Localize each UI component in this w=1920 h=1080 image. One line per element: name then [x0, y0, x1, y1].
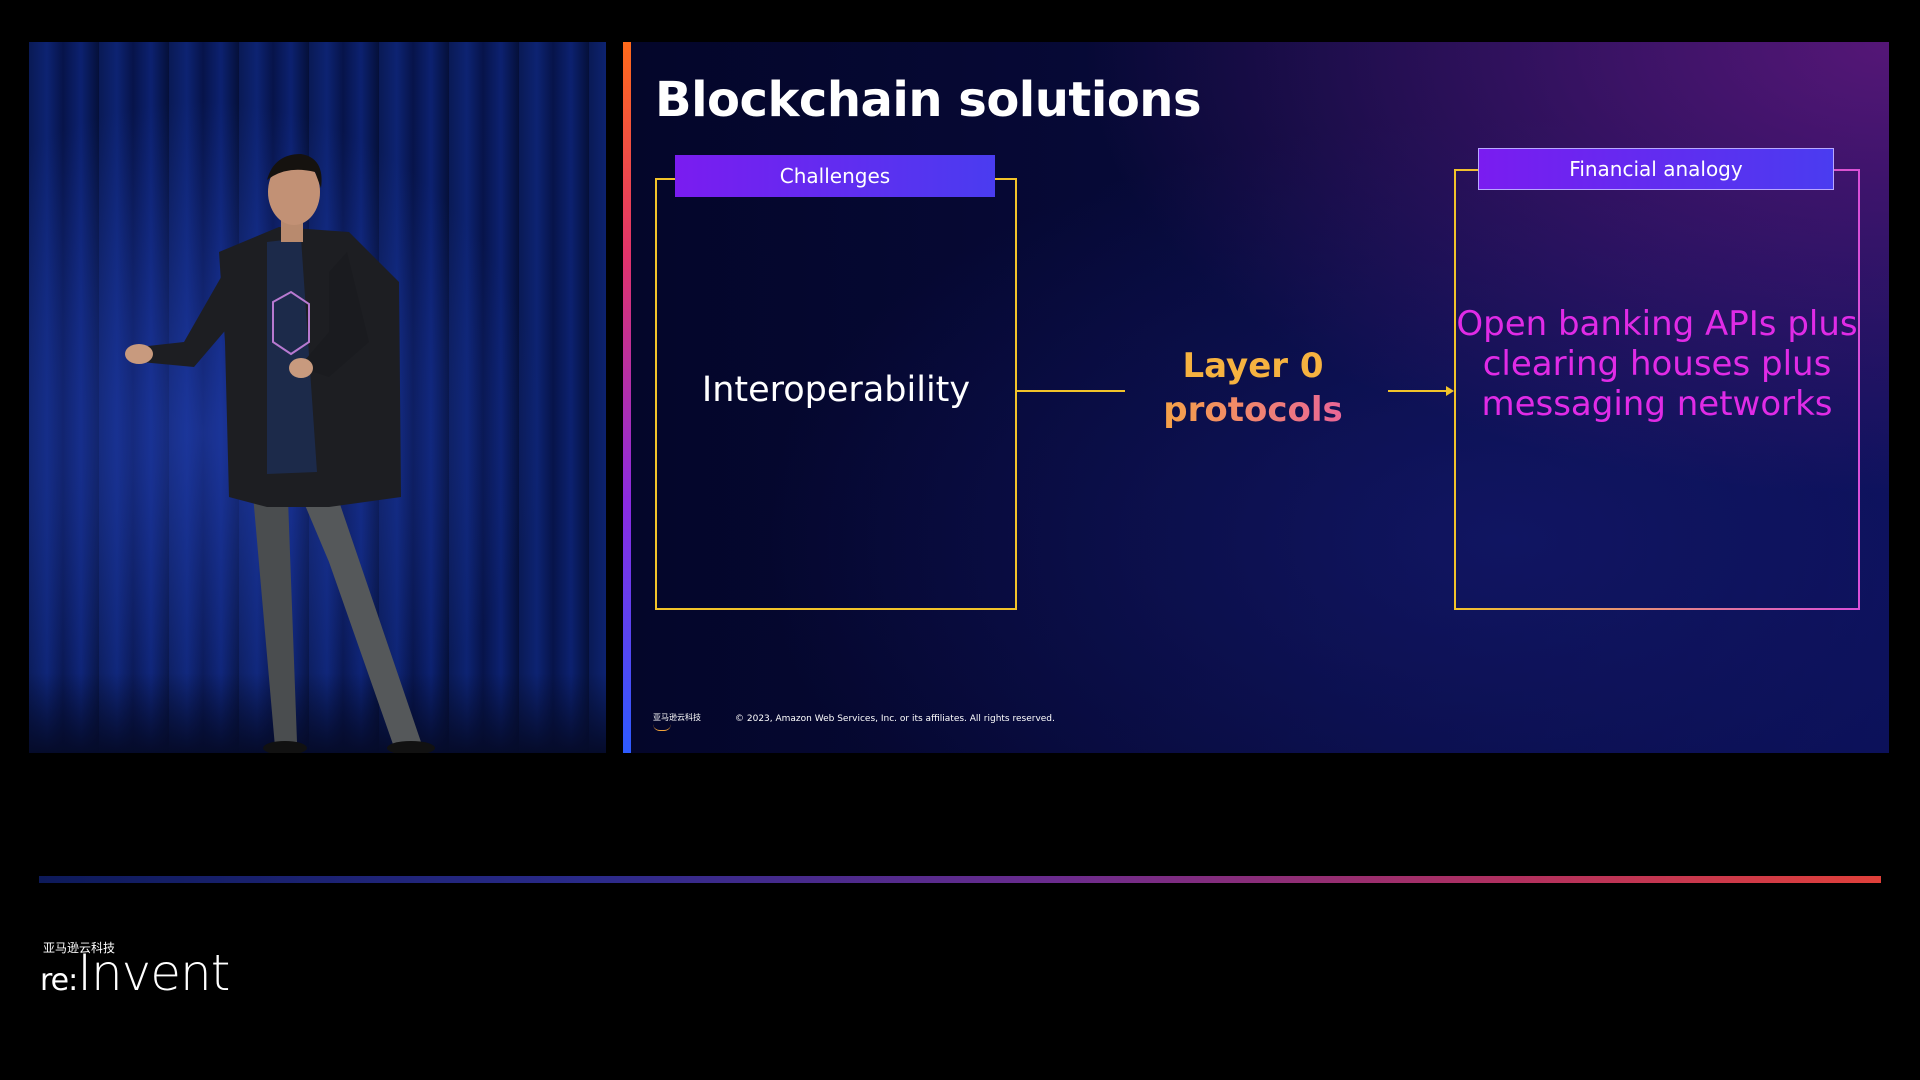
- slide-logo-text: 亚马逊云科技: [653, 713, 701, 722]
- connector-line: [1017, 390, 1125, 392]
- financial-analogy-text: Open banking APIs plus clearing houses p…: [1454, 304, 1860, 424]
- arrow-line: [1388, 390, 1448, 392]
- brand-prefix: re:: [40, 963, 77, 998]
- analogy-box-bottom-border: [1454, 608, 1860, 610]
- amazon-smile-icon: [653, 724, 671, 731]
- slide-title: Blockchain solutions: [655, 72, 1201, 128]
- arrow-right-icon: [1446, 386, 1454, 396]
- gradient-divider: [39, 876, 1881, 883]
- challenges-text: Interoperability: [655, 370, 1017, 410]
- reinvent-logo: re:Invent: [40, 944, 229, 1002]
- speaker-figure: [29, 42, 606, 753]
- speaker-video: [29, 42, 606, 753]
- financial-analogy-label: Financial analogy: [1478, 148, 1834, 190]
- presentation-slide: Blockchain solutions Challenges Interope…: [623, 42, 1889, 753]
- slide-logo: 亚马逊云科技: [653, 712, 701, 731]
- middle-label-line1: Layer 0: [1143, 344, 1363, 388]
- brand-name: Invent: [77, 944, 229, 1002]
- middle-label: Layer 0 protocols: [1143, 344, 1363, 432]
- middle-label-line2: protocols: [1143, 388, 1363, 432]
- slide-accent-bar: [623, 42, 631, 753]
- copyright-notice: © 2023, Amazon Web Services, Inc. or its…: [735, 714, 1055, 724]
- challenges-label: Challenges: [675, 155, 995, 197]
